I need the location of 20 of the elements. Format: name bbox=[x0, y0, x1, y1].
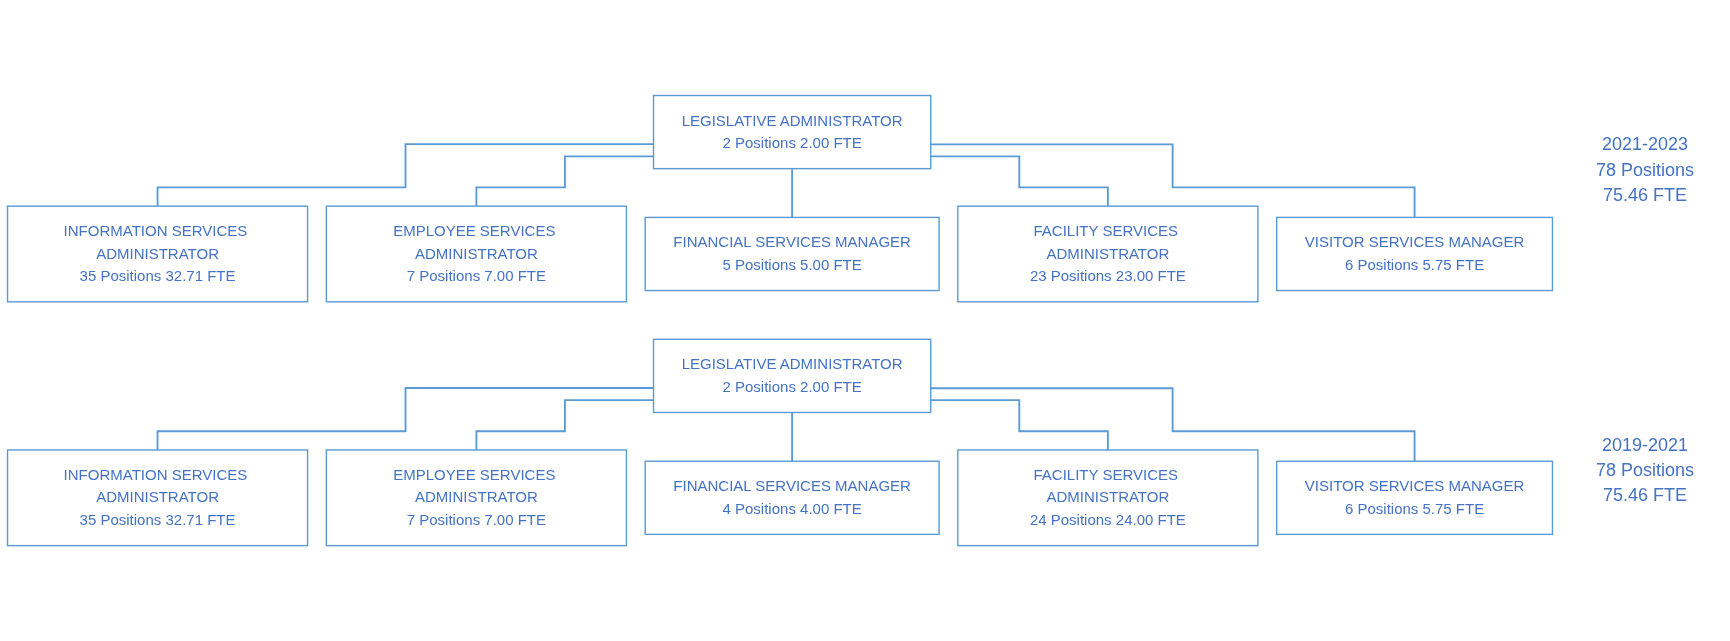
summary-text: 78 Positions bbox=[1595, 158, 1695, 182]
node-box: FACILITY SERVICES ADMINISTRATOR 24 Positions 24.00 FTE bbox=[957, 449, 1259, 547]
summary-text: 78 Positions bbox=[1595, 459, 1695, 483]
node-box: LEGISLATIVE ADMINISTRATOR 2 Positions 2.00 FTE bbox=[652, 338, 932, 414]
node-box: FACILITY SERVICES ADMINISTRATOR 23 Positions 23.00 FTE bbox=[957, 205, 1259, 303]
connector bbox=[791, 167, 794, 219]
node-box: EMPLOYEE SERVICES ADMINISTRATOR 7 Positions 7.00 FTE bbox=[325, 205, 628, 303]
node-box: VISITOR SERVICES MANAGER 6 Positions 5.75 FTE bbox=[1275, 216, 1554, 292]
summary-text: 75.46 FTE bbox=[1601, 484, 1688, 508]
node-box: INFORMATION SERVICES ADMINISTRATOR 35 Positions 32.71 FTE bbox=[6, 205, 309, 303]
node-box: VISITOR SERVICES MANAGER 6 Positions 5.75 FTE bbox=[1275, 460, 1554, 535]
summary-text: 75.46 FTE bbox=[1601, 183, 1688, 207]
node-box: INFORMATION SERVICES ADMINISTRATOR 35 Positions 32.71 FTE bbox=[6, 449, 309, 547]
summary-text: 2021-2023 bbox=[1600, 133, 1690, 157]
node-box: EMPLOYEE SERVICES ADMINISTRATOR 7 Positions 7.00 FTE bbox=[325, 449, 628, 547]
summary-text: 2019-2021 bbox=[1600, 433, 1690, 457]
node-box: LEGISLATIVE ADMINISTRATOR 2 Positions 2.00 FTE bbox=[652, 94, 932, 170]
node-box: FINANCIAL SERVICES MANAGER 4 Positions 4.00 FTE bbox=[644, 460, 940, 535]
connector bbox=[791, 411, 794, 463]
node-box: FINANCIAL SERVICES MANAGER 5 Positions 5.00 FTE bbox=[644, 216, 940, 292]
